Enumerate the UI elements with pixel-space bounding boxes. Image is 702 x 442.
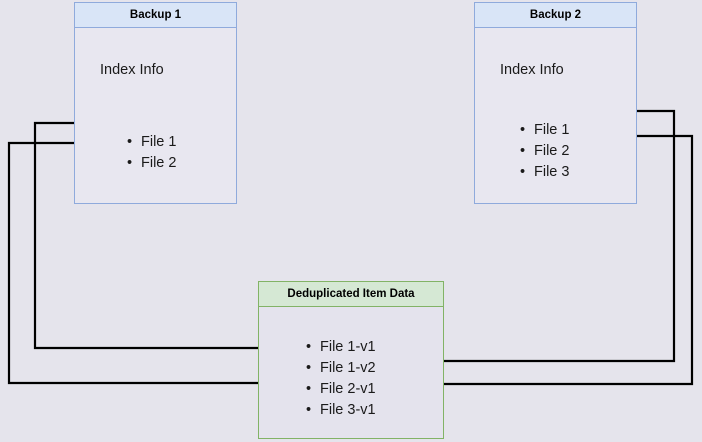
dedup-file-list: File 1-v1 File 1-v2 File 2-v1 File 3-v1 [306,337,376,421]
node-backup-1[interactable]: Backup 1 Index Info File 1 File 2 [74,2,237,204]
node-backup-1-body: Index Info File 1 File 2 [75,28,236,203]
backup-1-index-info-label: Index Info [100,62,164,78]
node-deduplicated-item-data-title: Deduplicated Item Data [259,282,443,307]
node-backup-2-title: Backup 2 [475,3,636,28]
list-item: File 3-v1 [306,400,376,421]
list-item: File 1 [127,132,176,153]
backup-2-index-info-label: Index Info [500,62,564,78]
node-deduplicated-item-data-body: File 1-v1 File 1-v2 File 2-v1 File 3-v1 [259,307,443,438]
node-backup-1-title: Backup 1 [75,3,236,28]
list-item: File 1-v1 [306,337,376,358]
list-item: File 3 [520,162,569,183]
backup-2-file-list: File 1 File 2 File 3 [520,120,569,183]
list-item: File 2 [520,141,569,162]
node-backup-2[interactable]: Backup 2 Index Info File 1 File 2 File 3 [474,2,637,204]
backup-1-file-list: File 1 File 2 [127,132,176,174]
node-deduplicated-item-data[interactable]: Deduplicated Item Data File 1-v1 File 1-… [258,281,444,439]
list-item: File 2-v1 [306,379,376,400]
list-item: File 2 [127,153,176,174]
list-item: File 1 [520,120,569,141]
node-backup-2-body: Index Info File 1 File 2 File 3 [475,28,636,203]
list-item: File 1-v2 [306,358,376,379]
